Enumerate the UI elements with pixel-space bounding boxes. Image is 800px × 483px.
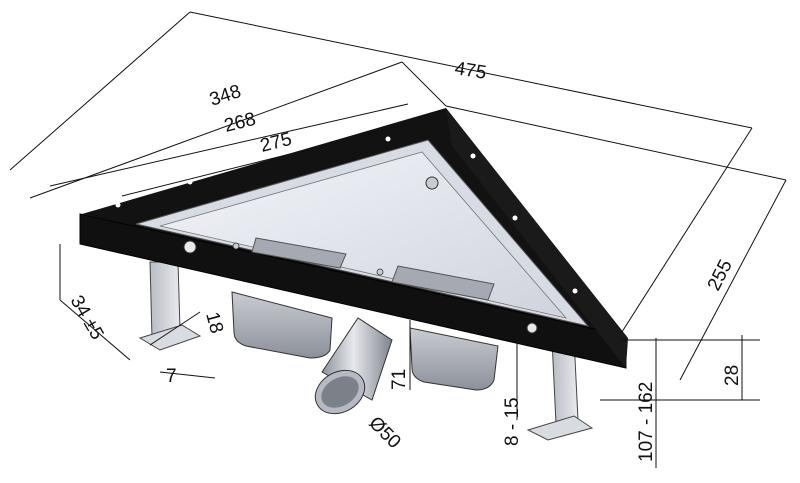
dim-268: 268 <box>222 109 258 137</box>
dim-8-15: 8 - 15 <box>502 397 523 446</box>
right-drain-box <box>409 327 499 391</box>
left-drain-box <box>231 291 333 359</box>
right-slot <box>391 265 495 301</box>
dim-255: 255 <box>704 256 737 294</box>
left-slot <box>251 237 347 269</box>
dim-107-162: 107 - 162 <box>636 382 657 462</box>
dim-475: 475 <box>453 58 488 84</box>
dim-71: 71 <box>389 369 410 390</box>
dim-28: 28 <box>722 365 743 386</box>
screw-mid <box>376 268 384 276</box>
bolt-left <box>183 240 197 254</box>
dim-348: 348 <box>207 81 244 111</box>
right-bracket-foot <box>526 415 594 441</box>
dim-34: 34 ±5 <box>66 292 108 344</box>
dim-18: 18 <box>201 310 227 336</box>
screw-left <box>232 242 240 250</box>
dimension-lines <box>9 11 787 468</box>
dim-7: 7 <box>166 366 177 387</box>
inner-plate <box>159 151 568 319</box>
left-bracket-foot <box>138 324 202 351</box>
dim-50: Ø50 <box>364 413 404 453</box>
bolt-right <box>526 322 538 334</box>
drain-body <box>79 108 628 441</box>
screw-top <box>425 176 439 190</box>
frame-right-band <box>446 108 628 368</box>
dim-275: 275 <box>258 129 294 157</box>
